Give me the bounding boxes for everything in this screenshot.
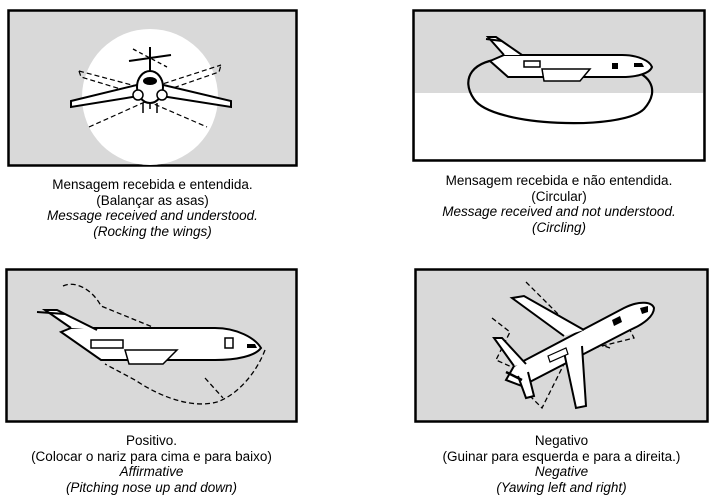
caption-yawing: Negativo (Guinar para esquerda e para a … xyxy=(414,433,709,495)
caption-pitching: Positivo. (Colocar o nariz para cima e p… xyxy=(5,433,298,495)
en-title: Affirmative xyxy=(119,464,184,479)
pt-title: Mensagem recebida e não entendida. xyxy=(445,173,673,188)
rocking-wings-illustration xyxy=(7,9,298,167)
en-description: (Circling) xyxy=(532,219,586,235)
circling-illustration xyxy=(412,9,706,162)
panel-pitching xyxy=(5,268,298,423)
pt-description: (Guinar para esquerda e para a direita.) xyxy=(442,448,681,464)
en-title: Message received and not understood. xyxy=(442,204,676,219)
pt-description: (Balançar as asas) xyxy=(96,192,209,208)
pt-title: Positivo. xyxy=(125,433,178,448)
caption-circling: Mensagem recebida e não entendida. (Circ… xyxy=(412,173,706,235)
panel-circling xyxy=(412,9,706,162)
pt-title: Negativo xyxy=(534,433,589,448)
pt-title: Mensagem recebida e entendida. xyxy=(52,177,253,192)
panel-rocking-wings xyxy=(7,9,298,167)
en-title: Negative xyxy=(534,464,589,479)
caption-rocking-wings: Mensagem recebida e entendida. (Balançar… xyxy=(7,177,298,239)
ground-area xyxy=(415,93,703,159)
en-description: (Rocking the wings) xyxy=(93,223,212,239)
pt-description: (Colocar o nariz para cima e para baixo) xyxy=(31,448,272,464)
pt-description: (Circular) xyxy=(531,188,587,204)
pitching-illustration xyxy=(5,268,298,423)
panel-yawing xyxy=(414,268,709,423)
en-description: (Yawing left and right) xyxy=(496,479,627,495)
yawing-illustration xyxy=(414,268,709,423)
en-title: Message received and understood. xyxy=(47,208,258,223)
en-description: (Pitching nose up and down) xyxy=(65,479,238,495)
